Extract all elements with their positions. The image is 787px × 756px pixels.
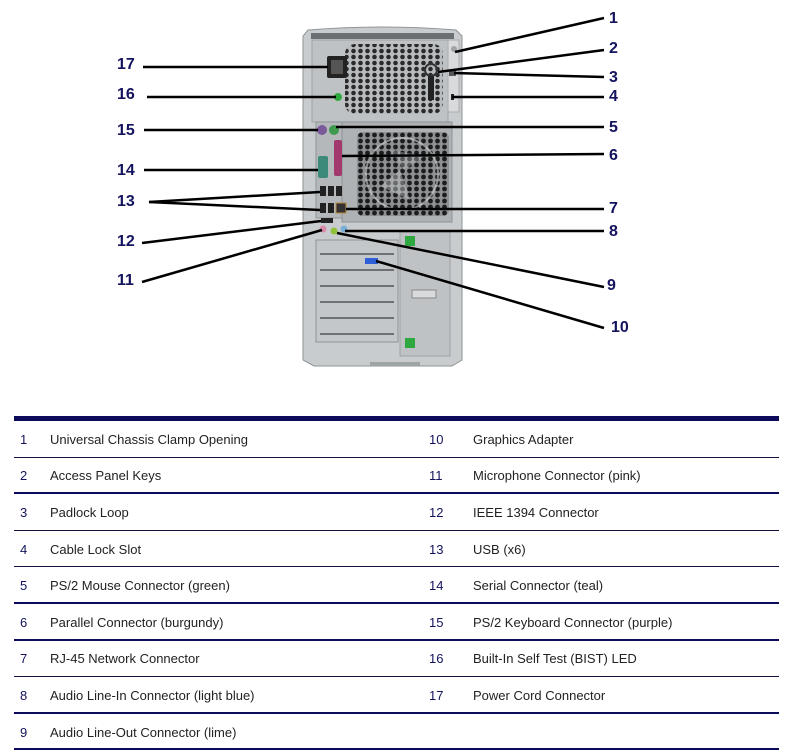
green-latch (405, 338, 415, 348)
legend-row: 1 Universal Chassis Clamp Opening 10 Gra… (14, 421, 779, 458)
rear-panel-diagram: 1 2 3 4 5 6 7 8 9 10 17 16 15 14 13 12 1… (117, 10, 629, 367)
legend-table: 1 Universal Chassis Clamp Opening 10 Gra… (14, 416, 779, 751)
expansion-slots (320, 253, 394, 335)
callout-5: 5 (609, 119, 618, 136)
legend-number: 15 (429, 614, 444, 630)
callout-14: 14 (117, 162, 135, 179)
line-out-port (330, 227, 338, 235)
legend-row: 6 Parallel Connector (burgundy) 15 PS/2 … (14, 604, 779, 641)
callout-7: 7 (609, 200, 618, 217)
callout-3: 3 (609, 69, 618, 86)
callout-4: 4 (609, 88, 618, 105)
callout-6: 6 (609, 147, 618, 164)
legend-row: 9 Audio Line-Out Connector (lime) (14, 714, 779, 751)
legend-row: 5 PS/2 Mouse Connector (green) 14 Serial… (14, 567, 779, 604)
ieee1394-port (321, 218, 333, 223)
psu-vent (345, 44, 443, 114)
legend-label: Universal Chassis Clamp Opening (50, 431, 248, 447)
callout-2: 2 (609, 40, 618, 57)
callout-9: 9 (607, 277, 616, 294)
row-divider (14, 456, 779, 458)
legend-label: Parallel Connector (burgundy) (50, 614, 224, 630)
row-divider (14, 601, 779, 604)
row-divider (14, 711, 779, 714)
legend-row: 7 RJ-45 Network Connector 16 Built-In Se… (14, 641, 779, 678)
legend-row: 4 Cable Lock Slot 13 USB (x6) (14, 531, 779, 568)
row-divider (14, 492, 779, 495)
slot-bracket (411, 289, 437, 299)
legend-number: 11 (429, 468, 443, 484)
rj45-port (335, 202, 347, 214)
legend-label: Audio Line-Out Connector (lime) (50, 724, 237, 740)
legend-label: Access Panel Keys (50, 468, 162, 484)
bist-led (334, 93, 342, 101)
serial-port (318, 156, 328, 178)
callout-8: 8 (609, 223, 618, 240)
legend-label: Padlock Loop (50, 504, 129, 520)
legend-label: Serial Connector (teal) (473, 578, 604, 594)
callout-12: 12 (117, 233, 135, 250)
callout-16: 16 (117, 86, 135, 103)
legend-number: 5 (20, 578, 28, 594)
callout-13: 13 (117, 193, 135, 210)
callout-15: 15 (117, 122, 135, 139)
legend-label: RJ-45 Network Connector (50, 651, 200, 667)
legend-label: Audio Line-In Connector (light blue) (50, 687, 255, 703)
callout-11: 11 (117, 272, 134, 289)
callout-10: 10 (611, 319, 629, 336)
legend-number: 16 (429, 651, 444, 667)
ps2-keyboard-port (317, 125, 327, 135)
usb-ports (320, 186, 342, 213)
row-divider (14, 566, 779, 568)
row-divider (14, 676, 779, 678)
legend-top-bar (14, 416, 779, 421)
legend-number: 1 (20, 431, 28, 447)
row-divider (14, 748, 779, 751)
callout-1: 1 (609, 10, 618, 27)
legend-number: 13 (429, 541, 444, 557)
legend-number: 9 (20, 724, 28, 740)
legend-row: 8 Audio Line-In Connector (light blue) 1… (14, 677, 779, 714)
legend-row: 2 Access Panel Keys 11 Microphone Connec… (14, 458, 779, 495)
legend-number: 14 (429, 578, 444, 594)
green-latch (405, 236, 415, 246)
legend-number: 7 (20, 651, 28, 667)
legend-label: Power Cord Connector (473, 687, 606, 703)
legend-label: Built-In Self Test (BIST) LED (473, 651, 637, 667)
legend-number: 10 (429, 431, 444, 447)
legend-label: Cable Lock Slot (50, 541, 142, 557)
padlock-loop (449, 70, 456, 76)
legend-number: 17 (429, 687, 444, 703)
legend-row: 3 Padlock Loop 12 IEEE 1394 Connector (14, 494, 779, 531)
row-divider (14, 638, 779, 641)
legend-label: Microphone Connector (pink) (473, 468, 641, 484)
legend-number: 3 (20, 504, 28, 520)
callout-17: 17 (117, 56, 135, 73)
legend-number: 12 (429, 504, 444, 520)
legend-label: USB (x6) (473, 541, 526, 557)
graphics-adapter-port (365, 258, 378, 264)
legend-number: 6 (20, 614, 28, 630)
legend-label: PS/2 Mouse Connector (green) (50, 578, 230, 594)
row-divider (14, 529, 779, 531)
case-fan (357, 132, 449, 216)
legend-label: PS/2 Keyboard Connector (purple) (473, 614, 673, 630)
access-panel-keys (424, 63, 438, 100)
leader-lines (141, 16, 605, 330)
legend-number: 8 (20, 687, 28, 703)
parallel-port (334, 140, 342, 176)
chassis-clamp-opening (451, 46, 457, 52)
legend-label: IEEE 1394 Connector (473, 504, 599, 520)
legend-number: 4 (20, 541, 28, 557)
legend-label: Graphics Adapter (473, 431, 574, 447)
power-cord-connector (327, 56, 347, 78)
legend-number: 2 (20, 468, 28, 484)
